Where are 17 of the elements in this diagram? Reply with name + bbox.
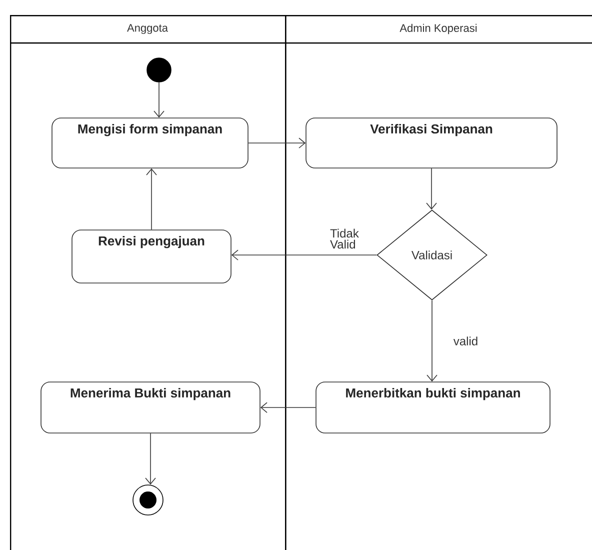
arrow <box>426 300 438 382</box>
end-node <box>132 484 164 516</box>
arrow <box>145 433 156 485</box>
action-box: Verifikasi Simpanan <box>306 118 558 168</box>
arrow <box>154 82 164 118</box>
arrow <box>231 250 377 260</box>
arrow <box>146 168 157 230</box>
arrow <box>248 138 306 148</box>
action-box: Revisi pengajuan <box>72 230 232 284</box>
edge-label: valid <box>453 336 478 346</box>
edge-label: Tidak Valid <box>330 228 359 249</box>
action-box: Menerbitkan bukti simpanan <box>316 382 550 434</box>
arrow <box>260 402 316 413</box>
arrow <box>426 168 437 210</box>
action-box: Menerima Bukti simpanan <box>40 382 260 434</box>
action-box: Mengisi form simpanan <box>52 118 248 168</box>
start-node <box>146 58 172 82</box>
